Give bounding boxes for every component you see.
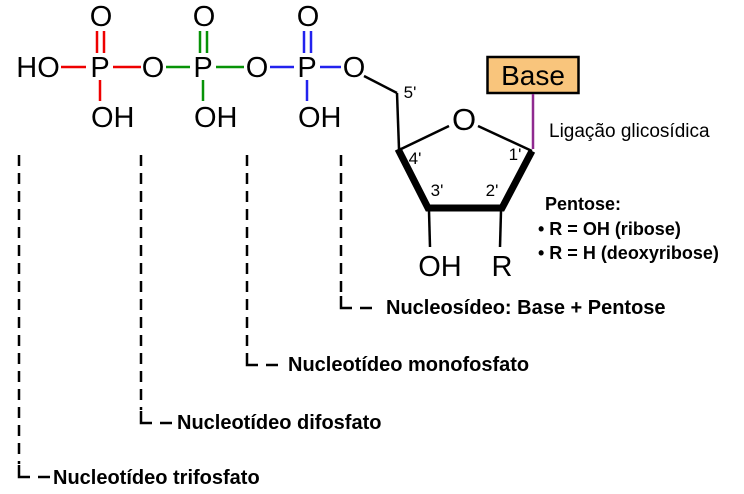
bridge-o2-label: O [246,52,269,84]
bracket-nucleoside-corner [339,296,352,310]
c3-prime-label: 3' [431,181,444,200]
bond-c3-oh [427,210,432,248]
bond-estero-c5 [363,74,398,95]
p2-oh-label: OH [194,102,238,134]
base-box-label: Base [501,60,565,91]
p3-oh-label: OH [298,102,342,134]
phosphate-group-alpha: O P O OH [246,1,342,134]
ring-bond-o-c1 [477,124,533,153]
bracket-nucleoside-label: Nucleosídeo: Base + Pentose [386,297,666,319]
p2-atom-label: P [193,52,212,84]
p3-double-o-label: O [297,1,320,33]
sugar-oh-label: OH [418,251,462,283]
pentose-sugar: O 5' O 4' 1' 3' 2' OH R [343,52,536,283]
bracket-triphosphate-label: Nucleotídeo trifosfato [53,467,260,489]
ring-o-label: O [452,102,476,137]
bridge-o1-label: O [142,52,165,84]
c4-prime-label: 4' [409,149,422,168]
pentose-title: Pentose: [545,194,621,214]
ring-bottom-bold-bonds [394,147,536,212]
bracket-triphosphate-corner [17,465,30,479]
bracket-diphosphate-corner [139,411,152,425]
ho-terminal-label: HO [16,52,60,84]
bracket-nucleoside: Nucleosídeo: Base + Pentose [339,155,666,319]
pentose-ribose-note: • R = OH (ribose) [538,219,681,239]
bracket-monophosphate: Nucleotídeo monofosfato [245,155,529,376]
base-group: Base [486,55,580,149]
p1-double-o-label: O [90,1,113,33]
c5-prime-label: 5' [404,83,417,102]
sugar-r-label: R [492,251,513,283]
ester-o-label: O [343,52,366,84]
p1-atom-label: P [90,52,109,84]
c2-prime-label: 2' [486,181,499,200]
pentose-deoxyribose-note: • R = H (deoxyribose) [538,243,719,263]
annotations: Ligação glicosídica Pentose: • R = OH (r… [538,121,719,263]
glycosidic-bond-label: Ligação glicosídica [549,121,710,142]
c1-prime-label: 1' [509,145,522,164]
p3-atom-label: P [297,52,316,84]
bracket-monophosphate-corner [245,353,258,367]
ring-bond-c4-o [398,124,450,152]
base-box [486,55,580,95]
phosphate-group-gamma: HO P O OH [16,1,141,134]
phosphate-group-beta: O P O OH [142,1,244,134]
p1-oh-label: OH [91,102,135,134]
bracket-monophosphate-label: Nucleotídeo monofosfato [288,354,529,376]
bracket-triphosphate: Nucleotídeo trifosfato [17,155,260,489]
bond-c2-r [498,210,503,248]
bracket-diphosphate: Nucleotídeo difosfato [139,155,381,434]
bond-c5-c4 [395,92,401,150]
bracket-diphosphate-label: Nucleotídeo difosfato [177,412,381,434]
p2-double-o-label: O [193,1,216,33]
